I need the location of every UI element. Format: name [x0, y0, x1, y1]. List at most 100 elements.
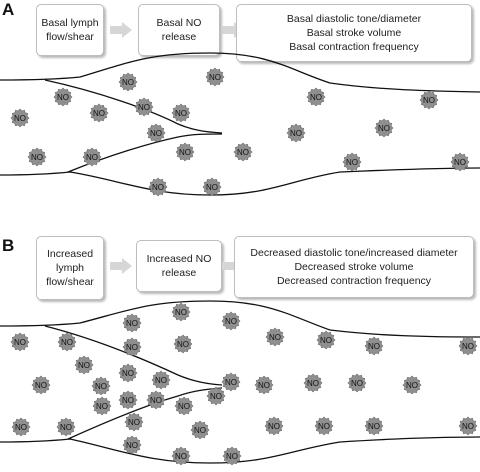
no-molecule-label: NO: [155, 376, 167, 385]
no-molecule: NO: [202, 177, 222, 197]
decreased-outcome-line-1: Decreased diastolic tone/increased diame…: [250, 247, 458, 259]
increased-flow-line-2: lymph: [55, 262, 84, 274]
no-molecule: NO: [31, 375, 51, 395]
no-molecule-label: NO: [318, 422, 330, 431]
increased-no-line-2: release: [161, 267, 197, 279]
no-molecule: NO: [221, 311, 241, 331]
no-molecule: NO: [303, 373, 323, 393]
no-molecule: NO: [92, 396, 112, 416]
no-molecule-label: NO: [268, 422, 280, 431]
no-molecule-label: NO: [57, 93, 69, 102]
no-molecule: NO: [124, 412, 144, 432]
no-molecule: NO: [118, 72, 138, 92]
no-molecule-label: NO: [462, 422, 474, 431]
no-molecule-label: NO: [346, 158, 358, 167]
no-molecule-label: NO: [226, 452, 238, 461]
no-molecule-label: NO: [209, 73, 221, 82]
decreased-outcome-box: Decreased diastolic tone/increased diame…: [234, 236, 474, 298]
no-molecule: NO: [314, 416, 334, 436]
no-molecule: NO: [233, 142, 253, 162]
increased-flow-box: Increased lymph flow/shear: [36, 236, 104, 300]
basal-flow-line-2: flow/shear: [46, 31, 94, 43]
no-molecule-label: NO: [78, 361, 90, 370]
no-molecule: NO: [222, 446, 242, 466]
no-molecule: NO: [175, 142, 195, 162]
basal-flow-box: Basal lymph flow/shear: [36, 4, 104, 56]
no-molecule-label: NO: [258, 381, 270, 390]
no-molecule: NO: [306, 87, 326, 107]
no-molecule-label: NO: [61, 338, 73, 347]
basal-flow-line-1: Basal lymph: [41, 17, 99, 29]
no-molecule-label: NO: [14, 114, 26, 123]
basal-no-line-2: release: [161, 31, 197, 43]
no-molecule: NO: [118, 363, 138, 383]
no-molecule: NO: [10, 108, 30, 128]
vessel-outer-wall-bottom: [0, 436, 480, 464]
no-molecule-label: NO: [175, 109, 187, 118]
no-molecule: NO: [374, 118, 394, 138]
no-molecule: NO: [146, 390, 166, 410]
no-molecule: NO: [56, 417, 76, 437]
no-molecule-label: NO: [368, 342, 380, 351]
no-molecule-label: NO: [86, 153, 98, 162]
no-molecule: NO: [347, 373, 367, 393]
decreased-outcome-line-3: Decreased contraction frequency: [276, 275, 432, 287]
no-molecule-label: NO: [150, 396, 162, 405]
no-molecule-label: NO: [378, 124, 390, 133]
no-molecule-label: NO: [122, 78, 134, 87]
no-molecule-label: NO: [15, 423, 27, 432]
no-molecule: NO: [91, 376, 111, 396]
no-molecule-label: NO: [95, 382, 107, 391]
no-molecule: NO: [27, 147, 47, 167]
no-molecule-label: NO: [225, 317, 237, 326]
no-molecule-label: NO: [237, 148, 249, 157]
no-molecule: NO: [174, 396, 194, 416]
vessel-outer-wall-top: [0, 52, 480, 93]
no-molecule-label: NO: [128, 418, 140, 427]
no-molecule-label: NO: [138, 103, 150, 112]
no-molecule: NO: [221, 372, 241, 392]
no-molecule: NO: [419, 90, 439, 110]
no-molecule: NO: [364, 416, 384, 436]
no-molecule-label: NO: [60, 423, 72, 432]
no-molecule: NO: [89, 103, 109, 123]
no-molecule: NO: [134, 97, 154, 117]
panel-b-label: B: [2, 236, 15, 255]
basal-outcome-line-2: Basal stroke volume: [306, 27, 402, 39]
no-molecule-label: NO: [462, 342, 474, 351]
valve-leaflet-bottom: [67, 133, 223, 173]
no-molecule-label: NO: [406, 381, 418, 390]
no-molecule: NO: [254, 375, 274, 395]
no-molecule: NO: [173, 334, 193, 354]
no-molecule-label: NO: [126, 319, 138, 328]
valve-leaflet-top: [44, 325, 223, 386]
no-molecule-label: NO: [307, 379, 319, 388]
no-molecule: NO: [190, 420, 210, 440]
no-molecule: NO: [122, 313, 142, 333]
no-molecule-label: NO: [175, 308, 187, 317]
no-molecule-label: NO: [206, 183, 218, 192]
no-molecule-label: NO: [122, 396, 134, 405]
no-molecule-label: NO: [290, 129, 302, 138]
no-molecule: NO: [171, 302, 191, 322]
no-molecule: NO: [342, 152, 362, 172]
no-molecule-label: NO: [454, 158, 466, 167]
no-molecule: NO: [316, 330, 336, 350]
no-molecule-label: NO: [320, 336, 332, 345]
no-molecule: NO: [458, 336, 478, 356]
increased-no-line-1: Increased NO: [146, 253, 212, 265]
no-molecule-label: NO: [175, 452, 187, 461]
no-molecule-label: NO: [35, 381, 47, 390]
no-molecule-label: NO: [126, 343, 138, 352]
panel-a-label: A: [2, 0, 15, 19]
no-molecule-label: NO: [351, 379, 363, 388]
valve-leaflet-bottom: [67, 387, 223, 440]
no-molecule: NO: [146, 123, 166, 143]
no-molecule-label: NO: [150, 129, 162, 138]
no-molecule-label: NO: [96, 402, 108, 411]
arrow-right-icon: [110, 22, 132, 38]
no-molecule-label: NO: [177, 340, 189, 349]
vessel-outer-wall-top: [0, 300, 480, 338]
